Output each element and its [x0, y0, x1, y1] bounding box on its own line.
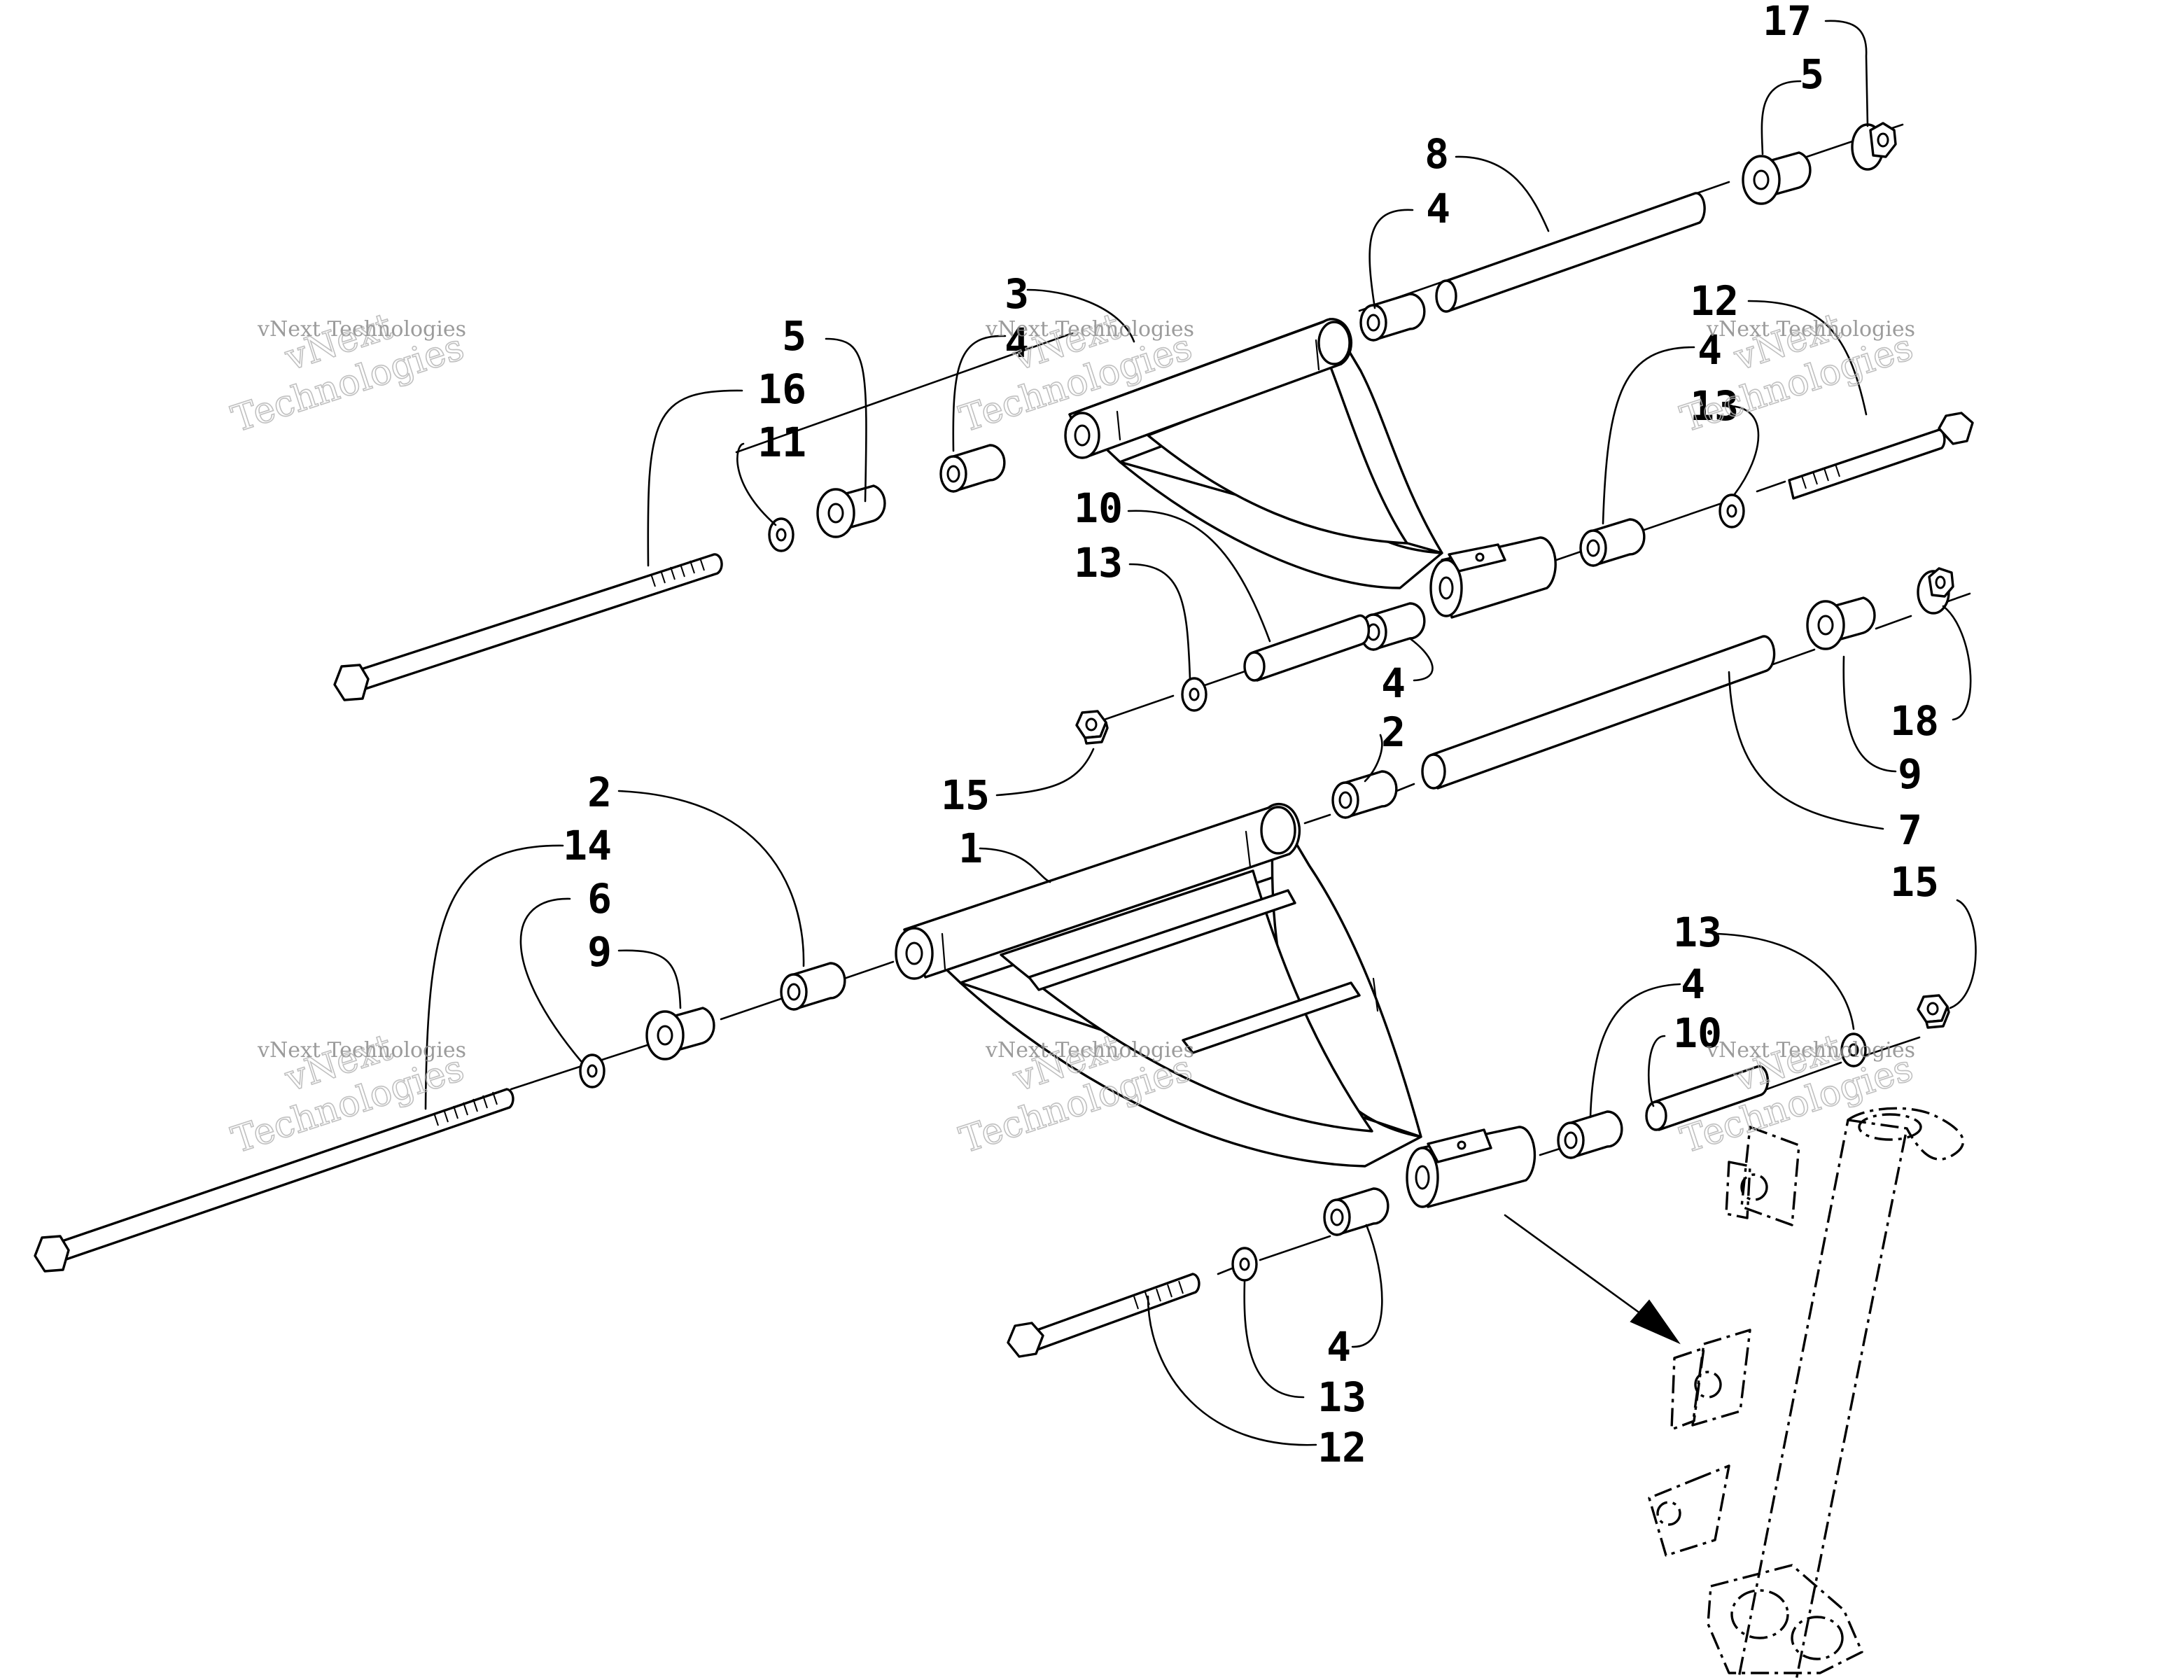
watermark-3-small: vNext Technologies: [1706, 317, 1915, 342]
callout-5-left: 5: [782, 312, 806, 360]
watermark-6-small: vNext Technologies: [1706, 1038, 1915, 1063]
bolt-12-bottom: [1007, 1273, 1200, 1358]
callout-12-bottom: 12: [1317, 1424, 1366, 1471]
washer-6: [579, 1054, 606, 1088]
watermark-2-small: vNext Technologies: [985, 317, 1194, 342]
callout-labels: 17 5 8 4 3 4 5 16 11 12 4 13 10 13 4 15 …: [563, 0, 1939, 1471]
callout-4-top: 4: [1426, 185, 1450, 232]
flange-bushing-9-right: [1806, 596, 1876, 650]
callout-14: 14: [563, 822, 612, 869]
upper-a-arm-3: [1064, 318, 1557, 619]
long-bolt-14: [34, 1088, 514, 1273]
lower-a-arm-1: [895, 802, 1536, 1208]
flange-bushing-9-left: [645, 1007, 715, 1060]
callout-10-upper: 10: [1074, 484, 1123, 532]
callout-2-mid: 2: [1381, 708, 1406, 756]
sleeve-7: [1421, 635, 1776, 790]
washer-13-right: [1718, 493, 1745, 528]
bushing-4-lower: [1557, 1110, 1623, 1159]
callout-6: 6: [587, 875, 612, 923]
bolt-12-top: [1788, 412, 1974, 500]
sleeve-10-lower: [1645, 1065, 1770, 1131]
callout-9-right: 9: [1898, 750, 1922, 798]
washer-13-bottom: [1231, 1247, 1258, 1282]
watermark-1-small: vNext Technologies: [257, 317, 466, 342]
flange-bushing-5-top: [1742, 151, 1812, 205]
watermark-1: vNext Technologies: [226, 304, 469, 441]
callout-4-upper: 4: [1004, 319, 1029, 367]
washer-18: [1917, 567, 1954, 615]
callout-15-right: 15: [1890, 858, 1939, 906]
callout-4-mid: 4: [1381, 659, 1406, 707]
sleeve-10-upper: [1243, 614, 1371, 682]
bushing-4-bottom: [1323, 1187, 1390, 1236]
callout-4-lower: 4: [1681, 960, 1705, 1008]
spindle-phantom: [1648, 1107, 1965, 1680]
callout-16: 16: [757, 365, 806, 413]
assembly-arrow: [1504, 1214, 1681, 1345]
callout-10-lower: 10: [1673, 1009, 1722, 1057]
callout-13-upper: 13: [1074, 539, 1123, 587]
callout-17: 17: [1763, 0, 1812, 45]
leader-lines: [424, 20, 1977, 1446]
flange-nut-17: [1851, 122, 1897, 171]
bushing-4-right: [1579, 518, 1646, 567]
callout-12-top: 12: [1690, 277, 1739, 325]
bushing-2-mid: [1331, 770, 1398, 819]
callout-3: 3: [1004, 270, 1029, 318]
callout-13-bottom: 13: [1317, 1373, 1366, 1421]
callout-13-lower: 13: [1673, 909, 1722, 956]
nut-15-upper: [1075, 710, 1109, 745]
callout-8: 8: [1424, 130, 1449, 178]
bushing-4-upper: [939, 444, 1006, 493]
callout-9-left: 9: [587, 928, 612, 976]
callout-7: 7: [1898, 806, 1922, 854]
nut-15-right: [1917, 994, 1950, 1029]
bushing-2-left: [780, 962, 846, 1011]
callout-5-top: 5: [1800, 50, 1824, 98]
callout-1: 1: [958, 825, 983, 872]
flange-bushing-5-left: [816, 484, 886, 538]
long-bolt-16: [333, 553, 723, 701]
bushing-4-top: [1359, 293, 1426, 342]
sleeve-8: [1435, 192, 1706, 313]
callout-4-right: 4: [1698, 326, 1722, 374]
callout-4-bottom: 4: [1326, 1323, 1351, 1371]
watermark-4: vNext Technologies: [226, 1026, 469, 1162]
washer-13-upper: [1181, 677, 1208, 712]
callout-18: 18: [1890, 697, 1939, 745]
callout-13-right: 13: [1690, 382, 1739, 430]
watermark-5-small: vNext Technologies: [985, 1038, 1194, 1063]
callout-2-left: 2: [587, 769, 612, 816]
callout-15-upper: 15: [941, 771, 990, 819]
callout-11: 11: [757, 419, 806, 466]
watermark-4-small: vNext Technologies: [257, 1038, 466, 1063]
